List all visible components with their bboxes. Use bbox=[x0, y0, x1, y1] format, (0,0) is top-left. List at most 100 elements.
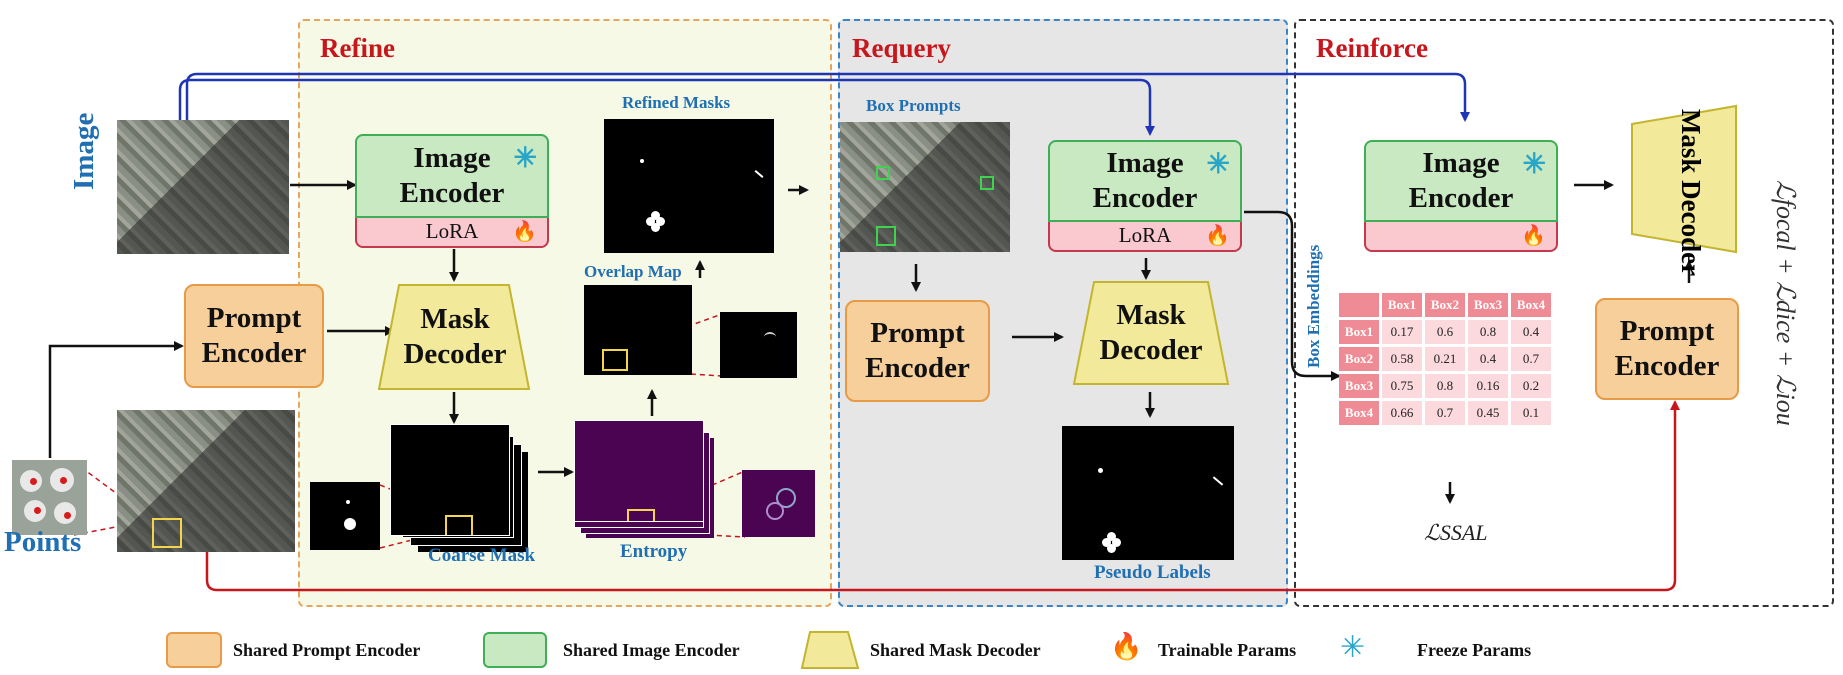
image-label: Image bbox=[68, 112, 100, 190]
legend-encoder-swatch bbox=[483, 632, 547, 668]
box-embeddings-label: Box Embeddings bbox=[1304, 244, 1323, 368]
table-cell: 0.45 bbox=[1468, 401, 1508, 425]
image-to-reinforce-arrow bbox=[185, 72, 1470, 122]
flame-icon: 🔥 bbox=[1205, 225, 1230, 247]
table-row: Box1 0.17 0.6 0.8 0.4 bbox=[1339, 320, 1551, 344]
table-cell: 0.8 bbox=[1468, 320, 1508, 344]
encoder-to-table-arrow bbox=[1244, 210, 1341, 381]
table-row-label: Box3 bbox=[1339, 374, 1379, 398]
points-to-prompt-arrow bbox=[48, 341, 184, 458]
point-marker bbox=[60, 477, 67, 484]
refine-prompt-encoder: Prompt Encoder bbox=[184, 284, 324, 388]
coarse-mask-zoom bbox=[310, 482, 380, 550]
table-header-cell: Box3 bbox=[1468, 293, 1508, 317]
table-header-row: Box1 Box2 Box3 Box4 bbox=[1339, 293, 1551, 317]
table-cell: 0.4 bbox=[1511, 320, 1551, 344]
box-prompts-label: Box Prompts bbox=[866, 96, 961, 115]
refine-prompt-encoder-label: Prompt Encoder bbox=[201, 302, 307, 369]
requery-image-encoder-label: Image Encoder bbox=[1092, 147, 1198, 214]
refined-masks-image bbox=[604, 119, 774, 253]
table-row: Box3 0.75 0.8 0.16 0.2 bbox=[1339, 374, 1551, 398]
legend-prompt-label: Shared Prompt Encoder bbox=[233, 640, 421, 660]
requery-mask-decoder: Mask Decoder bbox=[1080, 284, 1222, 382]
point-marker bbox=[34, 507, 41, 514]
table-cell: 0.7 bbox=[1425, 401, 1465, 425]
refine-title: Refine bbox=[320, 33, 395, 63]
coarse-mask-label: Coarse Mask bbox=[428, 545, 536, 566]
requery-title: Requery bbox=[852, 33, 951, 63]
reinforce-mask-decoder: Mask Decoder bbox=[1640, 104, 1740, 277]
table-cell: 0.17 bbox=[1382, 320, 1422, 344]
table-header-cell: Box2 bbox=[1425, 293, 1465, 317]
table-cell: 0.1 bbox=[1511, 401, 1551, 425]
legend-trainable-label: Trainable Params bbox=[1158, 640, 1297, 660]
reinforce-mask-decoder-shape bbox=[1631, 104, 1737, 254]
table-cell: 0.66 bbox=[1382, 401, 1422, 425]
snowflake-icon: ✳ bbox=[1206, 149, 1230, 180]
reinforce-title: Reinforce bbox=[1316, 33, 1428, 63]
requery-lora: LoRA 🔥 bbox=[1048, 222, 1242, 252]
table-row-label: Box2 bbox=[1339, 347, 1379, 371]
reinforce-mask-decoder-label: Mask Decoder bbox=[1675, 109, 1706, 277]
flame-icon: 🔥 bbox=[1521, 225, 1546, 247]
box-prompt-marker bbox=[876, 166, 890, 180]
box-similarity-table: Box1 Box2 Box3 Box4 Box1 0.17 0.6 0.8 0.… bbox=[1336, 290, 1554, 428]
refine-image-encoder: Image Encoder ✳ bbox=[355, 134, 549, 218]
table-cell: 0.6 bbox=[1425, 320, 1465, 344]
refine-lora: LoRA 🔥 bbox=[355, 218, 549, 248]
input-image bbox=[117, 120, 289, 254]
flame-icon: 🔥 bbox=[1110, 632, 1143, 661]
point-marker bbox=[30, 478, 37, 485]
entropy-zoom bbox=[742, 470, 815, 537]
overlap-map-image bbox=[584, 285, 692, 375]
overlap-map-label: Overlap Map bbox=[584, 262, 682, 281]
points-zoom-image bbox=[12, 460, 87, 535]
snowflake-icon: ✳ bbox=[1340, 631, 1366, 664]
snowflake-icon: ✳ bbox=[1522, 149, 1546, 180]
refined-masks-label: Refined Masks bbox=[622, 93, 731, 112]
table-cell: 0.7 bbox=[1511, 347, 1551, 371]
legend-decoder-label: Shared Mask Decoder bbox=[870, 640, 1041, 660]
overlap-highlight-box bbox=[602, 349, 628, 371]
requery-lora-label: LoRA bbox=[1118, 223, 1172, 248]
refine-mask-decoder-shape bbox=[377, 284, 531, 390]
requery-prompt-encoder: Prompt Encoder bbox=[845, 300, 990, 402]
refine-lora-label: LoRA bbox=[425, 219, 479, 244]
pseudo-labels-label: Pseudo Labels bbox=[1094, 562, 1211, 583]
snowflake-icon: ✳ bbox=[513, 143, 537, 174]
coarse-mask-image bbox=[390, 424, 510, 536]
table-cell: 0.75 bbox=[1382, 374, 1422, 398]
points-image bbox=[117, 410, 295, 552]
requery-image-encoder: Image Encoder ✳ bbox=[1048, 140, 1242, 222]
table-cell: 0.16 bbox=[1468, 374, 1508, 398]
entropy-label: Entropy bbox=[620, 541, 688, 562]
requery-mask-decoder-label: Mask Decoder bbox=[1099, 299, 1203, 366]
reinforce-image-encoder-label: Image Encoder bbox=[1408, 147, 1514, 214]
reinforce-prompt-encoder-label: Prompt Encoder bbox=[1614, 315, 1720, 382]
points-label: Points bbox=[4, 526, 82, 558]
box-prompt-marker bbox=[876, 226, 896, 246]
legend-prompt-swatch bbox=[166, 632, 222, 668]
table-row-label: Box1 bbox=[1339, 320, 1379, 344]
table-cell: 0.21 bbox=[1425, 347, 1465, 371]
legend-encoder-label: Shared Image Encoder bbox=[563, 640, 740, 660]
point-marker bbox=[64, 512, 71, 519]
image-to-requery-arrow bbox=[178, 78, 1155, 136]
table-row-label: Box4 bbox=[1339, 401, 1379, 425]
table-cell: 0.8 bbox=[1425, 374, 1465, 398]
box-prompts-image bbox=[840, 122, 1010, 252]
legend-freeze-label: Freeze Params bbox=[1417, 640, 1532, 660]
entropy-image bbox=[574, 420, 704, 522]
reinforce-prompt-encoder: Prompt Encoder bbox=[1595, 298, 1739, 400]
total-loss-label: ℒfocal + ℒdice + ℒiou bbox=[1771, 180, 1800, 426]
table-header-cell: Box1 bbox=[1382, 293, 1422, 317]
table-row: Box2 0.58 0.21 0.4 0.7 bbox=[1339, 347, 1551, 371]
point-region-box bbox=[152, 518, 182, 548]
table-row: Box4 0.66 0.7 0.45 0.1 bbox=[1339, 401, 1551, 425]
entropy-highlight-box bbox=[627, 509, 655, 521]
overlap-map-zoom bbox=[720, 312, 797, 378]
refine-mask-decoder-label: Mask Decoder bbox=[403, 303, 507, 370]
flame-icon: 🔥 bbox=[512, 221, 537, 243]
refine-image-encoder-label: Image Encoder bbox=[399, 142, 505, 209]
ssal-loss-label: ℒSSAL bbox=[1424, 520, 1488, 545]
